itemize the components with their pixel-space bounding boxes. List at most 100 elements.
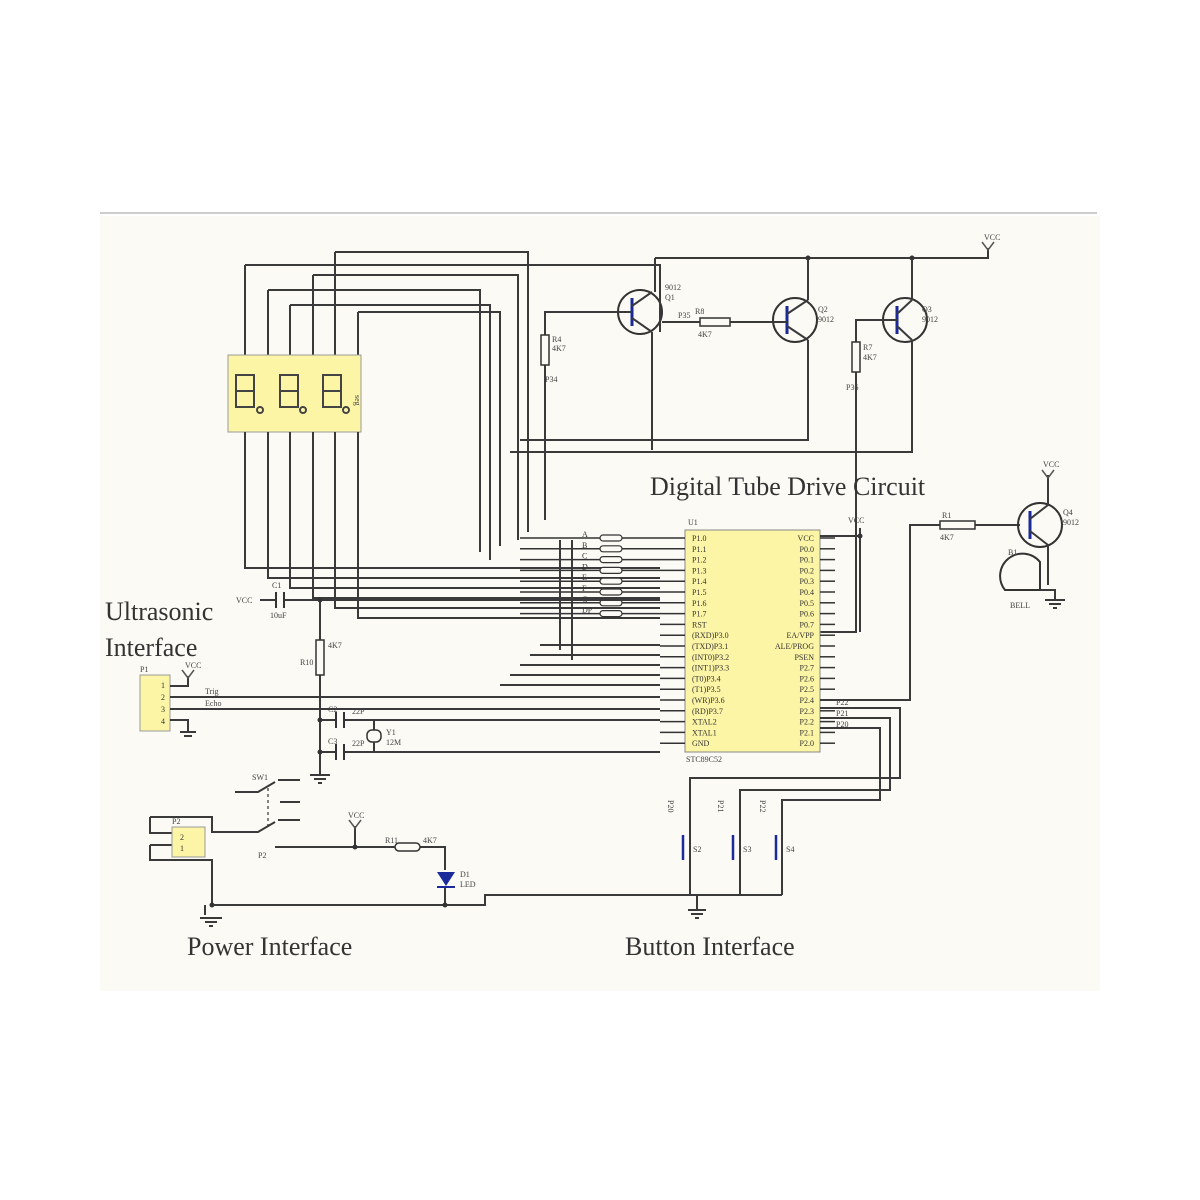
svg-text:4K7: 4K7 [698, 330, 712, 339]
svg-text:4K7: 4K7 [552, 344, 566, 353]
button-circuit: S2 S3 S4 P20 P21 P22 P22 P21 P20 [666, 698, 901, 919]
svg-text:1: 1 [180, 844, 184, 853]
mcu-pin-label: P2.0 [800, 739, 814, 748]
mcu-pin-label: P1.3 [692, 566, 706, 575]
svg-text:S3: S3 [743, 845, 751, 854]
mcu-pin-label: P0.4 [800, 588, 814, 597]
net-label: E [582, 573, 587, 582]
svg-text:10uF: 10uF [270, 611, 287, 620]
net-resistor [599, 588, 623, 596]
transistor-q3: Q3 9012 [510, 258, 938, 453]
svg-text:SW1: SW1 [252, 773, 268, 782]
mcu-pin-label: (WR)P3.6 [692, 696, 725, 705]
svg-text:9012: 9012 [922, 315, 938, 324]
seven-segment-display: seg [227, 251, 661, 619]
svg-text:VCC: VCC [348, 811, 364, 820]
net-resistor [599, 534, 623, 542]
mcu-pin-label: P2.2 [800, 718, 814, 727]
mcu-pin-label: (RXD)P3.0 [692, 631, 729, 640]
mcu-pin-label: P2.1 [800, 728, 814, 737]
svg-text:VCC: VCC [236, 596, 252, 605]
svg-text:R11: R11 [385, 836, 398, 845]
mcu-u1: U1 STC89C52 P1.0P1.1P1.2P1.3P1.4P1.5P1.6… [660, 518, 835, 764]
svg-text:Q2: Q2 [818, 305, 828, 314]
svg-text:4K7: 4K7 [863, 353, 877, 362]
mcu-pin-label: P1.2 [692, 556, 706, 565]
net-resistor [599, 555, 623, 564]
mcu-pin-label: P0.1 [800, 556, 814, 565]
svg-text:P34: P34 [545, 375, 557, 384]
svg-text:P1: P1 [140, 665, 148, 674]
svg-text:22P: 22P [352, 739, 365, 748]
mcu-pin-label: P0.5 [800, 599, 814, 608]
svg-text:Echo: Echo [205, 699, 221, 708]
svg-text:Q1: Q1 [665, 293, 675, 302]
ultrasonic-title-1: Ultrasonic [105, 597, 213, 626]
mcu-pin-label: GND [692, 739, 710, 748]
svg-text:U1: U1 [688, 518, 698, 527]
svg-text:BELL: BELL [1010, 601, 1030, 610]
mcu-pin-label: P1.1 [692, 545, 706, 554]
svg-text:seg: seg [353, 395, 362, 406]
mcu-pin-label: (TXD)P3.1 [692, 642, 728, 651]
svg-text:9012: 9012 [1063, 518, 1079, 527]
svg-text:VCC: VCC [1043, 460, 1059, 469]
mcu-pin-label: P1.5 [692, 588, 706, 597]
mcu-pin-label: (RD)P3.7 [692, 707, 723, 716]
svg-text:4K7: 4K7 [940, 533, 954, 542]
mcu-pin-label: P1.7 [692, 610, 706, 619]
svg-text:R1: R1 [942, 511, 951, 520]
mcu-pin-label: (T1)P3.5 [692, 685, 721, 694]
mcu-pin-label: P1.6 [692, 599, 706, 608]
net-label: A [582, 530, 588, 539]
svg-text:22P: 22P [352, 707, 365, 716]
digital-tube-title: Digital Tube Drive Circuit [650, 472, 926, 501]
svg-text:4: 4 [161, 717, 165, 726]
svg-text:Trig: Trig [205, 687, 219, 696]
net-label: F [582, 584, 587, 593]
mcu-pin-label: EA/VPP [786, 631, 814, 640]
svg-text:P20: P20 [836, 720, 848, 729]
net-label: D [582, 562, 588, 571]
mcu-pin-label: P0.2 [800, 566, 814, 575]
svg-text:R4: R4 [552, 335, 561, 344]
net-label: C [582, 552, 587, 561]
svg-text:P35: P35 [678, 311, 690, 320]
svg-text:2: 2 [180, 833, 184, 842]
power-circuit: P2 21 SW1 VCC R11 4K7 D1 LED P2 [149, 773, 700, 927]
svg-text:R10: R10 [300, 658, 313, 667]
svg-text:LED: LED [460, 880, 476, 889]
mcu-pin-label: P0.6 [800, 610, 814, 619]
net-resistor [599, 566, 623, 575]
mcu-pin-label: P2.4 [800, 696, 814, 705]
svg-text:3: 3 [161, 705, 165, 714]
svg-text:9012: 9012 [665, 283, 681, 292]
svg-text:4K7: 4K7 [423, 836, 437, 845]
ultrasonic-connector-p1: P1 12 34 VCC Trig Echo [139, 661, 660, 737]
net-label: B [582, 541, 587, 550]
power-interface-title: Power Interface [187, 932, 352, 961]
svg-text:VCC: VCC [185, 661, 201, 670]
svg-text:P22: P22 [758, 800, 767, 812]
mcu-pin-label: ALE/PROG [775, 642, 814, 651]
svg-text:S2: S2 [693, 845, 701, 854]
svg-text:B1: B1 [1008, 548, 1017, 557]
mcu-pin-label: (T0)P3.4 [692, 674, 721, 683]
svg-text:C1: C1 [272, 581, 281, 590]
svg-text:VCC: VCC [848, 516, 864, 525]
button-interface-title: Button Interface [625, 932, 795, 961]
mcu-pin-label: P2.7 [800, 664, 814, 673]
svg-text:1: 1 [161, 681, 165, 690]
svg-text:P20: P20 [666, 800, 675, 812]
mcu-pin-label: P1.4 [692, 577, 706, 586]
svg-text:D1: D1 [460, 870, 470, 879]
svg-text:P2: P2 [172, 817, 180, 826]
resistor-r4: R4 4K7 P34 [540, 311, 612, 520]
mcu-pin-label: VCC [798, 534, 814, 543]
mcu-pin-label: P0.0 [800, 545, 814, 554]
svg-text:VCC: VCC [984, 233, 1000, 242]
resistor-r7: R7 4K7 P36 [820, 319, 877, 633]
svg-text:P22: P22 [836, 698, 848, 707]
